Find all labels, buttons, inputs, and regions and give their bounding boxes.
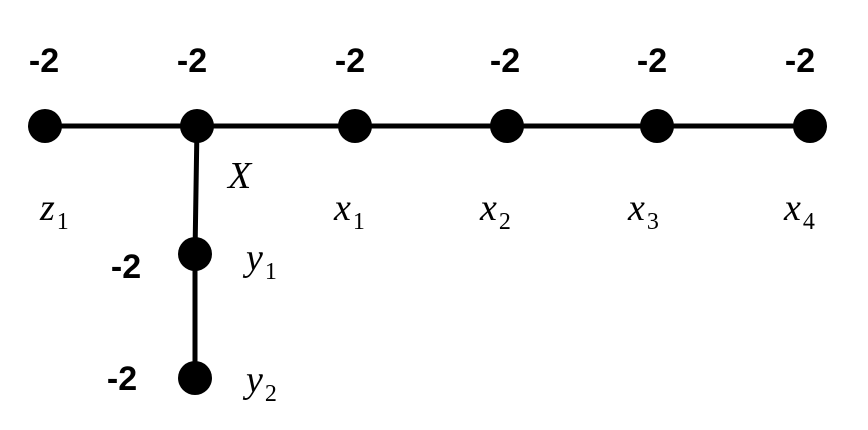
node-y2 (178, 361, 212, 395)
label-x2-subscript: 2 (499, 209, 511, 235)
node-x4 (793, 109, 827, 143)
label-z1: z1 (39, 187, 69, 235)
node-x1 (338, 109, 372, 143)
nodes-layer (28, 109, 827, 395)
label-y2-subscript: 2 (265, 381, 277, 407)
label-y2: y2 (242, 359, 277, 407)
label-x1: x1 (333, 187, 365, 235)
edge-X-y1 (192, 125, 200, 255)
edges-layer (45, 123, 810, 378)
weight-y2: -2 (107, 360, 137, 398)
weight-x4: -2 (785, 42, 815, 80)
weight-x2: -2 (490, 42, 520, 80)
weight-x3: -2 (637, 42, 667, 80)
label-x1-letter: x (333, 187, 351, 229)
label-y1-subscript: 1 (265, 259, 277, 285)
label-X-letter: X (226, 155, 253, 197)
label-x2: x2 (479, 187, 511, 235)
label-z1-letter: z (39, 187, 55, 229)
label-x3-letter: x (627, 187, 645, 229)
node-y1 (178, 237, 212, 271)
node-x3 (640, 109, 674, 143)
label-x1-subscript: 1 (353, 209, 365, 235)
label-x2-letter: x (479, 187, 497, 229)
label-x3-subscript: 3 (647, 209, 659, 235)
node-z1 (28, 109, 62, 143)
node-X (180, 109, 214, 143)
weight-x1: -2 (335, 42, 365, 80)
weight-y1: -2 (111, 248, 141, 286)
node-x2 (490, 109, 524, 143)
weight-X: -2 (177, 42, 207, 80)
label-x4: x4 (783, 187, 815, 235)
label-y2-letter: y (242, 359, 263, 401)
label-y1: y1 (242, 237, 277, 285)
label-x4-subscript: 4 (803, 209, 815, 235)
label-x4-letter: x (783, 187, 801, 229)
weight-z1: -2 (29, 42, 59, 80)
label-x3: x3 (627, 187, 659, 235)
label-y1-letter: y (242, 237, 263, 279)
label-X: X (226, 155, 253, 197)
label-z1-subscript: 1 (57, 209, 69, 235)
